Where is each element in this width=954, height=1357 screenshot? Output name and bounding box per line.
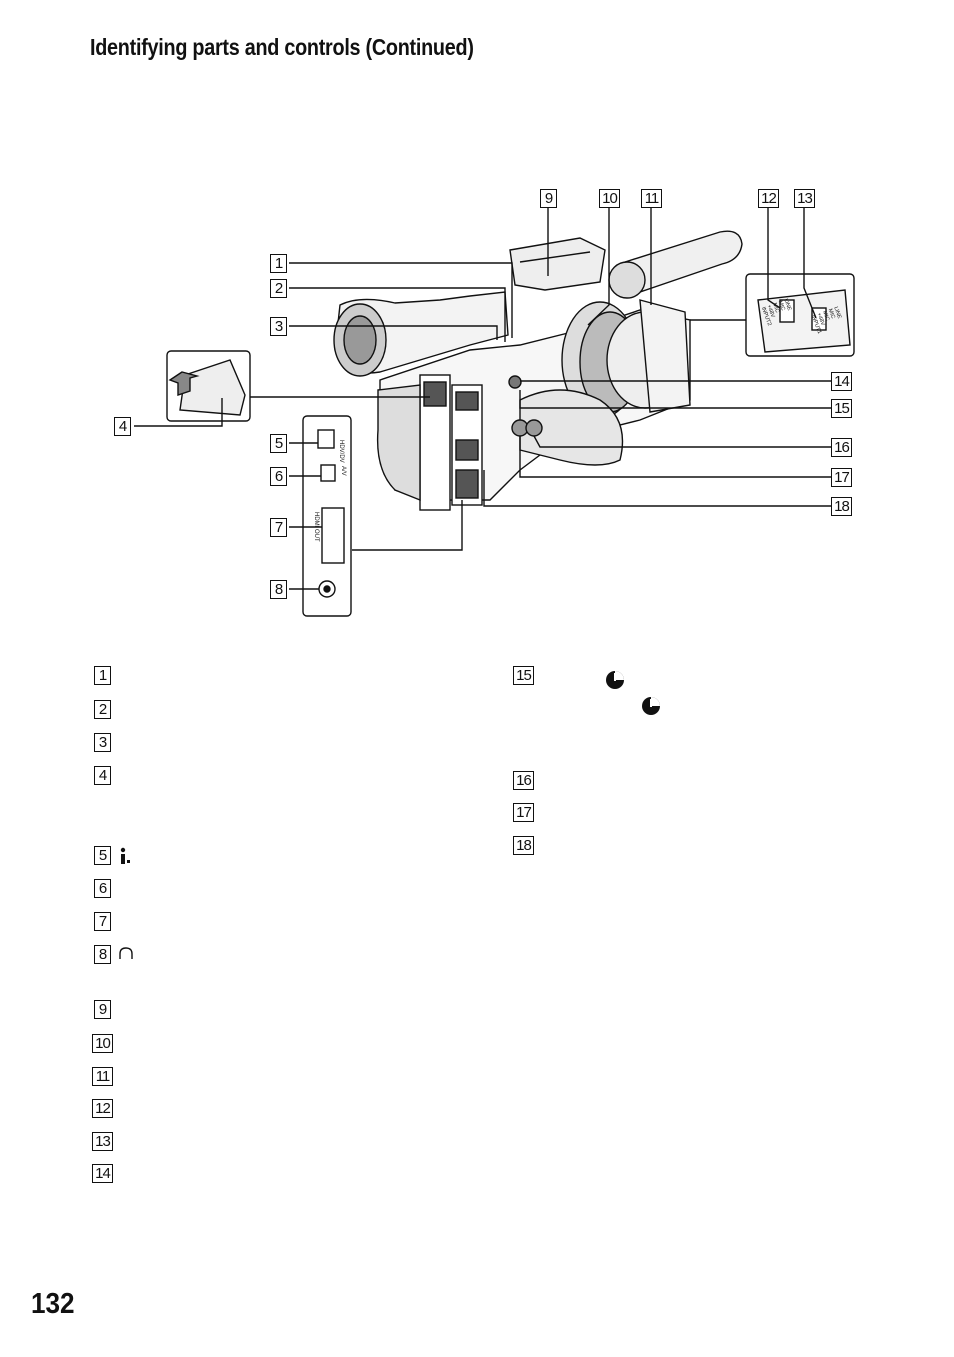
callout-7: 7 (270, 518, 287, 537)
list-item-1: 1 (94, 666, 111, 685)
list-item-14: 14 (92, 1164, 113, 1183)
callout-11: 11 (641, 189, 662, 208)
callout-6: 6 (270, 467, 287, 486)
list-item-4: 4 (94, 766, 111, 785)
list-item-13: 13 (92, 1132, 113, 1151)
callout-13: 13 (794, 189, 815, 208)
hdmi-connector-label: HDMI OUT (313, 512, 319, 542)
callout-1: 1 (270, 254, 287, 273)
list-item-5: 5 (94, 846, 111, 865)
callout-4: 4 (114, 417, 131, 436)
list-item-17: 17 (513, 803, 534, 822)
hdv-connector-label: HDV/DV (338, 440, 344, 463)
callout-16: 16 (831, 438, 852, 457)
clock-icon (606, 671, 624, 689)
callout-17: 17 (831, 468, 852, 487)
callout-2: 2 (270, 279, 287, 298)
list-item-3: 3 (94, 733, 111, 752)
av-connector-label: A/V (340, 466, 346, 476)
list-item-18: 18 (513, 836, 534, 855)
list-item-9: 9 (94, 1000, 111, 1019)
list-item-8: 8 (94, 945, 111, 964)
list-item-11: 11 (92, 1067, 113, 1086)
callout-5: 5 (270, 434, 287, 453)
list-item-12: 12 (92, 1099, 113, 1118)
page-title: Identifying parts and controls (Continue… (90, 34, 474, 60)
list-item-6: 6 (94, 879, 111, 898)
list-item-7: 7 (94, 912, 111, 931)
camcorder-figure: HDV/DV A/V HDMI OUT (134, 207, 855, 617)
callout-9: 9 (540, 189, 557, 208)
callout-3: 3 (270, 317, 287, 336)
callout-12: 12 (758, 189, 779, 208)
list-item-16: 16 (513, 771, 534, 790)
callout-18: 18 (831, 497, 852, 516)
callout-10: 10 (599, 189, 620, 208)
callout-8: 8 (270, 580, 287, 599)
callout-15: 15 (831, 399, 852, 418)
list-item-15: 15 (513, 666, 534, 685)
dv-link-icon (120, 847, 130, 864)
clock-icon (642, 697, 660, 715)
page-number: 132 (31, 1288, 75, 1320)
callout-14: 14 (831, 372, 852, 391)
list-item-2: 2 (94, 700, 111, 719)
headphones-icon (119, 947, 133, 959)
list-item-10: 10 (92, 1034, 113, 1053)
